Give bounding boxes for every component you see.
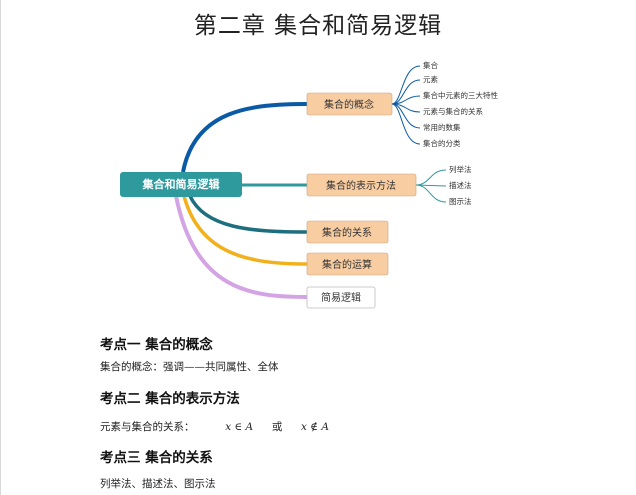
leaf-concept-6[interactable]: 集合的分类 bbox=[423, 138, 461, 148]
branch-node-operation[interactable] bbox=[306, 252, 389, 276]
branch-node-representation[interactable] bbox=[306, 173, 417, 197]
leaf-representation-1[interactable]: 列举法 bbox=[449, 164, 472, 174]
section-body-1: 集合的概念：强调——共同属性、全体 bbox=[100, 361, 279, 373]
branch-connector-operation bbox=[182, 195, 308, 266]
leaf-representation-2[interactable]: 描述法 bbox=[449, 180, 472, 190]
section-heading-1: 考点一 集合的概念 bbox=[100, 337, 213, 353]
non-membership-expression: x ∉ A bbox=[301, 421, 329, 433]
mind-map: 集合和简易逻辑 集合的概念 集合的表示方法 集合的关系 集合的运算 简易逻辑 集… bbox=[120, 60, 498, 309]
branch-node-relation[interactable] bbox=[306, 220, 389, 244]
leaf-concept-1[interactable]: 集合 bbox=[423, 60, 438, 70]
concept-leaf-connectors bbox=[391, 65, 421, 145]
section-body-2: 元素与集合的关系： x ∈ A 或 x ∉ A bbox=[100, 419, 329, 434]
membership-expression: x ∈ A bbox=[225, 421, 254, 433]
or-word: 或 bbox=[271, 421, 283, 433]
representation-leaf-connectors bbox=[415, 169, 447, 203]
section-heading-3: 考点三 集合的关系 bbox=[100, 450, 213, 466]
section-heading-2: 考点二 集合的表示方法 bbox=[100, 391, 240, 407]
leaf-concept-2[interactable]: 元素 bbox=[423, 74, 438, 84]
root-node[interactable] bbox=[120, 172, 242, 197]
branch-node-logic[interactable] bbox=[306, 286, 376, 309]
branch-label-representation: 集合的表示方法 bbox=[326, 179, 396, 192]
branch-connector-logic bbox=[174, 195, 308, 299]
branch-node-concept[interactable] bbox=[306, 92, 393, 116]
section-body-3: 列举法、描述法、图示法 bbox=[100, 478, 216, 490]
page-title: 第二章 集合和简易逻辑 bbox=[193, 13, 443, 39]
leaf-concept-4[interactable]: 元素与集合的关系 bbox=[423, 106, 483, 116]
branch-label-operation: 集合的运算 bbox=[322, 258, 372, 271]
branch-connector-concept bbox=[181, 102, 308, 173]
branch-label-relation: 集合的关系 bbox=[322, 226, 372, 239]
page-left-edge bbox=[0, 0, 1, 495]
root-node-label: 集合和简易逻辑 bbox=[142, 177, 220, 191]
branch-connector-relation bbox=[188, 195, 308, 234]
branch-label-concept: 集合的概念 bbox=[324, 98, 374, 111]
leaf-concept-3[interactable]: 集合中元素的三大特性 bbox=[423, 90, 498, 100]
leaf-concept-5[interactable]: 常用的数集 bbox=[423, 122, 461, 132]
branch-label-logic: 简易逻辑 bbox=[321, 291, 361, 304]
leaf-representation-3[interactable]: 图示法 bbox=[449, 196, 472, 206]
section-body-2-text: 元素与集合的关系： bbox=[100, 421, 195, 433]
